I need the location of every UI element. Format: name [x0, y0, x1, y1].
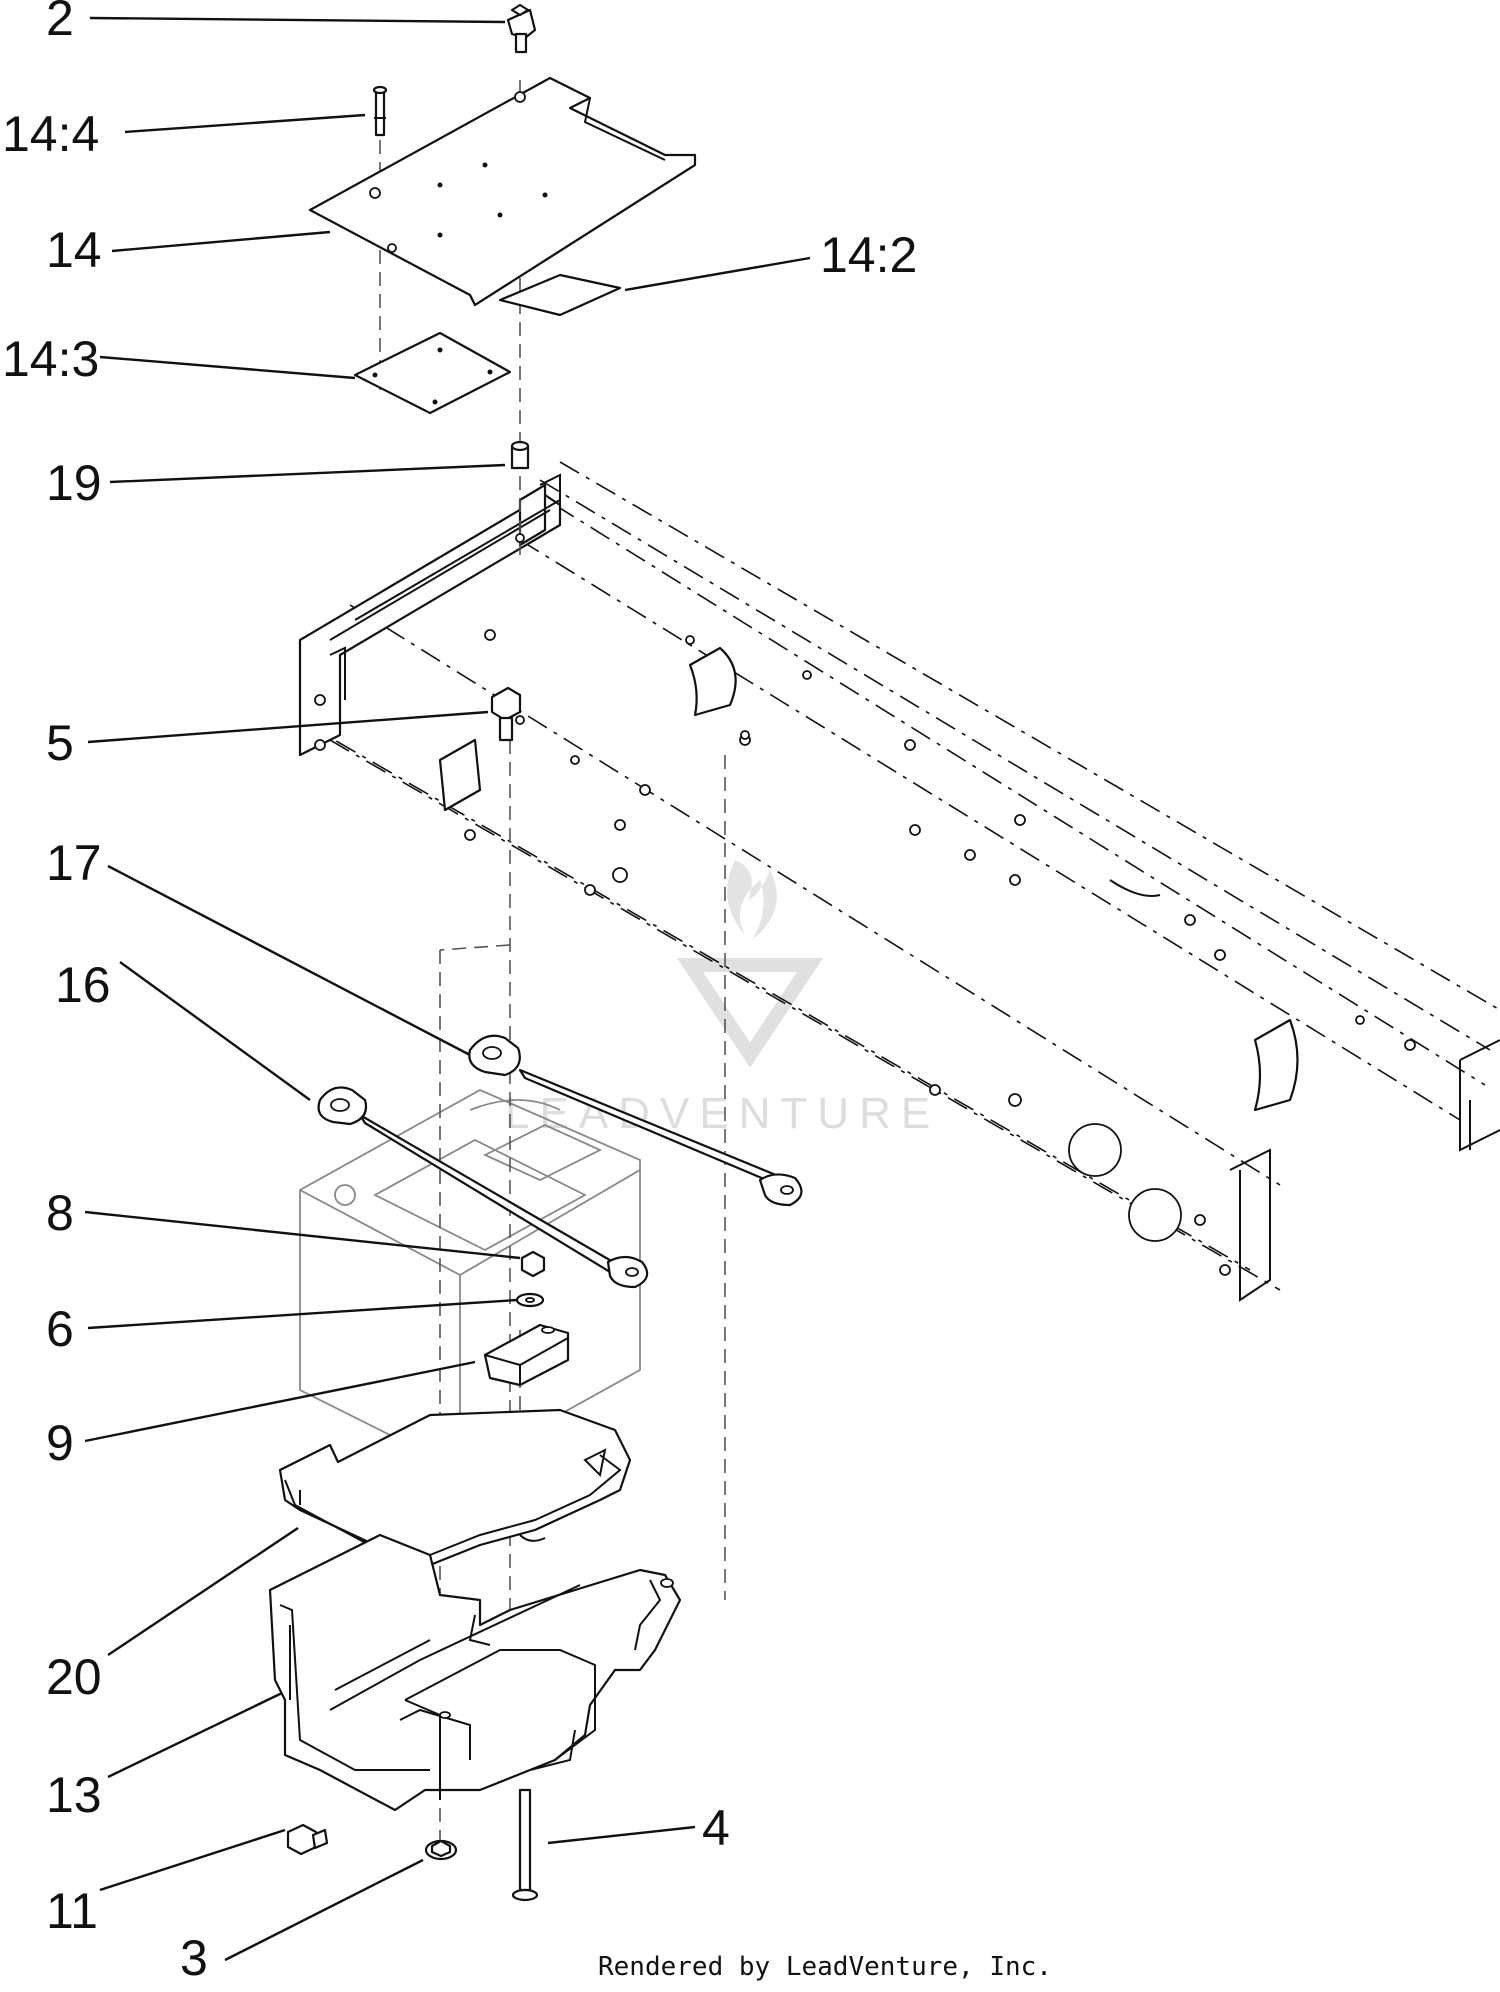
part-11-bolt — [286, 1823, 329, 1856]
leader-lines — [84, 16, 811, 1962]
callout-11: 11 — [46, 1883, 98, 1939]
part-20-tray — [278, 1408, 632, 1567]
part-14-2-decal — [498, 273, 622, 317]
frame-rails — [298, 461, 1500, 1302]
callout-14: 14 — [46, 222, 102, 278]
callout-9: 9 — [46, 1415, 74, 1471]
callout-5: 5 — [46, 715, 74, 771]
part-2-knob — [506, 3, 537, 54]
callout-14-4: 14:4 — [2, 106, 99, 162]
part-5-bolt — [490, 686, 522, 742]
callout-14-2: 14:2 — [820, 227, 917, 283]
part-6-washer — [515, 1292, 545, 1308]
v-logo-icon — [676, 958, 824, 1068]
callout-labels: 2 14:4 14 14:2 14:3 19 5 17 16 8 6 9 20 … — [2, 0, 917, 1986]
part-17-cable — [468, 1034, 803, 1207]
callout-17: 17 — [46, 835, 102, 891]
part-14-cover-plate — [308, 76, 697, 307]
callout-16: 16 — [55, 957, 111, 1013]
callout-19: 19 — [46, 455, 102, 511]
callout-13: 13 — [46, 1767, 102, 1823]
part-14-3-pad — [353, 331, 512, 415]
part-4-carriage-bolt — [511, 1788, 539, 1902]
callout-8: 8 — [46, 1185, 74, 1241]
part-14-4-pin — [372, 85, 388, 137]
part-16-cable — [317, 1086, 649, 1289]
part-8-nut — [520, 1250, 546, 1278]
render-credit: Rendered by LeadVenture, Inc. — [598, 1952, 1052, 1982]
part-13-battery-box — [268, 1533, 682, 1812]
callout-4: 4 — [702, 1800, 730, 1856]
callout-2: 2 — [46, 0, 74, 46]
callout-6: 6 — [46, 1301, 74, 1357]
part-9-block — [483, 1323, 570, 1387]
callout-14-3: 14:3 — [2, 331, 99, 387]
part-19-spacer — [510, 440, 530, 543]
battery-outline — [299, 1088, 641, 1472]
callout-20: 20 — [46, 1649, 102, 1705]
part-3-flange-nut — [424, 1839, 458, 1861]
callout-3: 3 — [180, 1930, 208, 1986]
flame-logo-icon — [727, 860, 777, 940]
